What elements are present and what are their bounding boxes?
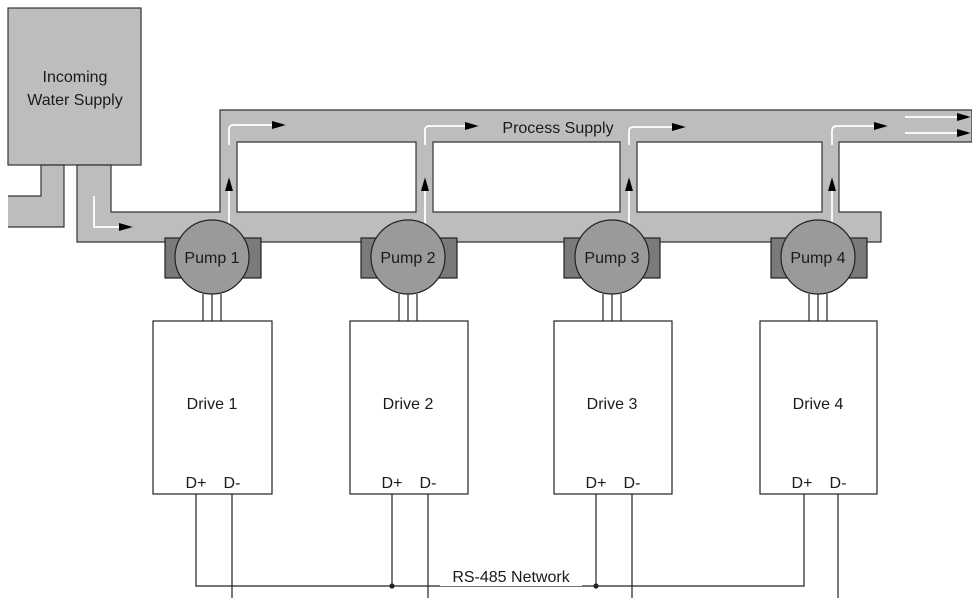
pump-2-label: Pump 2 [380,250,435,267]
incoming-label-line2: Water Supply [27,92,122,109]
drive-2-d-minus: D- [420,475,437,492]
drive-4-box [759,320,878,495]
drive-3-d-minus: D- [624,475,641,492]
drive-2-label: Drive 2 [383,396,434,413]
drive-1-d-minus: D- [224,475,241,492]
flow-arrows [93,113,971,231]
header-arrow-2 [424,122,479,145]
drive-2: Drive 2 D+ D- [349,320,469,495]
drive-1-label: Drive 1 [187,396,238,413]
header-arrow-3 [628,123,686,145]
motor-cables [202,294,828,321]
junction-dot-2 [389,583,395,589]
process-supply-label: Process Supply [502,120,613,137]
drive-3-box [553,320,673,495]
pump-1-label: Pump 1 [184,250,239,267]
drive-4: Drive 4 D+ D- [759,320,878,495]
drive-4-d-plus: D+ [792,475,813,492]
drive-1-box [152,320,273,495]
drive-1-d-plus: D+ [186,475,207,492]
pump-2: Pump 2 [360,219,458,295]
header-arrow-4 [831,122,888,145]
drive-3-label: Drive 3 [587,396,638,413]
incoming-label-line1: Incoming [43,69,108,86]
rs485-network-label: RS-485 Network [452,569,570,586]
incoming-water-tank [7,7,142,166]
drive-2-box [349,320,469,495]
drive-1: Drive 1 D+ D- [152,320,273,495]
header-arrow-1 [228,121,286,145]
network-label-bg [440,566,582,586]
pump-3-label: Pump 3 [584,250,639,267]
inlet-flow-arrow [93,196,133,231]
junction-dot-3 [593,583,599,589]
drive-4-label: Drive 4 [793,396,844,413]
inlet-stub-pipe [8,164,65,228]
pump-4-label: Pump 4 [790,250,845,267]
drive-4-d-minus: D- [830,475,847,492]
drive-3: Drive 3 D+ D- [553,320,673,495]
drive-2-d-plus: D+ [382,475,403,492]
drive-3-d-plus: D+ [586,475,607,492]
pump-1: Pump 1 [164,219,262,295]
